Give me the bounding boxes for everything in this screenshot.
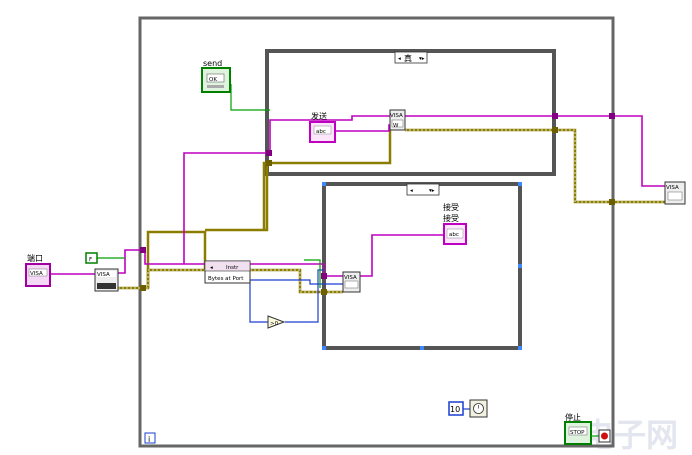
wait-ms-node[interactable] bbox=[469, 399, 488, 418]
visa-config-text: VISA bbox=[97, 272, 110, 278]
send-button-text: OK bbox=[209, 77, 217, 83]
svg-text:W: W bbox=[393, 123, 399, 129]
visa-read-text: VISA bbox=[344, 275, 357, 281]
visa-property-node[interactable]: ◂ Instr Bytes at Port bbox=[204, 260, 251, 284]
stop-button-control[interactable]: STOP bbox=[564, 421, 592, 445]
case-structure-bottom[interactable] bbox=[322, 182, 522, 350]
svg-text:◂: ◂ bbox=[410, 188, 413, 194]
timer-constant-text: 10 bbox=[450, 405, 460, 414]
svg-text:▾▸: ▾▸ bbox=[419, 56, 425, 62]
visa-close-node[interactable]: VISA bbox=[664, 181, 686, 205]
loop-iteration-text: i bbox=[148, 435, 150, 444]
svg-text:◂: ◂ bbox=[210, 265, 213, 271]
stop-label: 停止 bbox=[565, 412, 581, 422]
stop-button-text: STOP bbox=[570, 430, 585, 436]
receive-string-indicator[interactable]: abc bbox=[443, 223, 467, 245]
property-node-bytes: Bytes at Port bbox=[208, 276, 244, 282]
visa-resource-control[interactable]: VISA bbox=[25, 263, 51, 287]
case-selector-top-text: 真 bbox=[404, 53, 412, 63]
port-control-text: VISA bbox=[30, 271, 43, 277]
stop-sign-icon bbox=[601, 432, 608, 440]
visa-write-node[interactable]: VISA W bbox=[389, 109, 406, 131]
number-wires bbox=[249, 269, 343, 323]
receive-string-text: abc bbox=[449, 232, 459, 238]
receive-label-2: 接受 bbox=[443, 213, 459, 223]
case-structure-top[interactable] bbox=[265, 49, 556, 176]
loop-iteration-terminal bbox=[144, 432, 156, 444]
send-string-control[interactable]: abc bbox=[309, 121, 336, 143]
greater-than-zero-node[interactable]: >0 bbox=[267, 315, 286, 329]
send-button-control[interactable]: OK bbox=[201, 67, 231, 93]
svg-text:▾▸: ▾▸ bbox=[429, 188, 435, 194]
case-selector-bottom[interactable]: ◂ ▾▸ bbox=[406, 183, 440, 196]
loop-condition-terminal[interactable] bbox=[598, 429, 611, 443]
visa-close-text: VISA bbox=[666, 185, 679, 191]
property-node-instr: Instr bbox=[226, 265, 239, 271]
watermark-text: 电子网 bbox=[582, 416, 678, 454]
port-label: 端口 bbox=[27, 253, 43, 263]
visa-read-node[interactable]: VISA bbox=[342, 271, 361, 293]
send-label: send bbox=[203, 59, 222, 68]
visa-write-text: VISA bbox=[390, 113, 403, 119]
false-constant-text: F bbox=[89, 257, 92, 263]
false-constant[interactable]: F bbox=[85, 252, 98, 264]
wait-ms-constant[interactable]: 10 bbox=[448, 401, 464, 416]
case-selector-top[interactable]: ◂ 真 ▾▸ bbox=[394, 51, 428, 64]
svg-text:◂: ◂ bbox=[398, 56, 401, 62]
send-string-text: abc bbox=[316, 129, 326, 135]
while-loop[interactable] bbox=[138, 16, 615, 448]
svg-text:>0: >0 bbox=[270, 321, 279, 327]
bool-wires bbox=[97, 84, 321, 288]
error-wires bbox=[118, 128, 665, 294]
visa-configure-serial-node[interactable]: VISA bbox=[94, 268, 119, 292]
send-indicator-label: 发送 bbox=[311, 111, 327, 121]
receive-label-1: 接受 bbox=[443, 202, 459, 212]
